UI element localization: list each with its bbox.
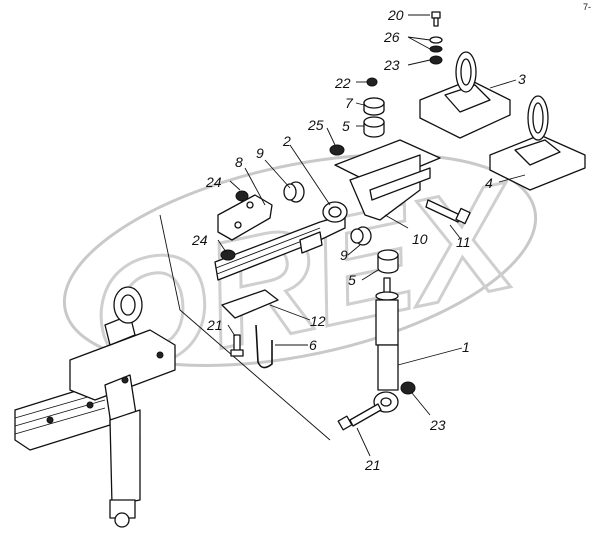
callout-6: 6 — [309, 337, 317, 353]
callout-26: 26 — [383, 29, 400, 45]
part-23-nut-lower — [400, 381, 416, 395]
part-9-bushing-upper — [283, 181, 305, 203]
part-20-bolt — [431, 11, 441, 27]
part-21-bolt-lower — [337, 403, 382, 431]
callout-23-lower: 23 — [429, 417, 446, 433]
part-24-nut-lower — [220, 249, 236, 261]
callout-24-lower: 24 — [191, 232, 208, 248]
callout-5-top: 5 — [342, 118, 350, 134]
part-24-nut-upper — [235, 190, 249, 202]
callout-21-lower: 21 — [364, 457, 381, 473]
callout-7: 7 — [345, 95, 354, 111]
callout-22: 22 — [334, 75, 351, 91]
callout-21-middle: 21 — [206, 317, 223, 333]
leader-lines — [217, 14, 526, 457]
part-11-bolt — [425, 199, 471, 225]
callout-9-upper: 9 — [256, 145, 264, 161]
callout-9-lower: 9 — [340, 247, 348, 263]
part-3-bracket — [419, 51, 511, 139]
part-7-bushing — [363, 97, 385, 116]
callout-10: 10 — [412, 231, 428, 247]
part-2-leaf-spring — [214, 201, 348, 281]
part-5-bushing-top — [363, 116, 385, 138]
callout-23-top: 23 — [383, 57, 400, 73]
part-9-bushing-lower — [350, 226, 372, 246]
callout-labels: 20 26 23 3 22 7 5 25 2 8 9 4 24 24 10 11… — [191, 7, 526, 473]
callout-8: 8 — [235, 154, 243, 170]
part-8-plate — [217, 194, 273, 241]
part-6-u-bolt — [255, 324, 273, 369]
part-22-nut — [366, 77, 378, 87]
callout-25: 25 — [307, 117, 324, 133]
callout-4: 4 — [485, 175, 493, 191]
part-1-shock-absorber — [373, 277, 399, 413]
callout-5-lower: 5 — [348, 272, 356, 288]
corner-mark: 7- — [583, 2, 591, 12]
part-5-bushing-lower — [377, 249, 399, 274]
part-26-washers — [429, 36, 443, 53]
part-4-bracket — [489, 95, 586, 191]
callout-12: 12 — [310, 313, 326, 329]
part-25-nut — [329, 144, 345, 156]
callout-24-upper: 24 — [205, 174, 222, 190]
callout-2: 2 — [282, 133, 291, 149]
part-12-pad — [221, 289, 279, 319]
callout-3: 3 — [518, 71, 526, 87]
part-23-nut-top — [429, 55, 443, 65]
part-21-bolt-middle — [230, 334, 244, 357]
callout-1: 1 — [462, 339, 470, 355]
callout-20: 20 — [387, 7, 404, 23]
part-10-bracket — [334, 139, 441, 221]
construction-line — [159, 214, 331, 441]
assembled-spring-unit — [14, 286, 176, 528]
callout-11: 11 — [456, 234, 471, 250]
